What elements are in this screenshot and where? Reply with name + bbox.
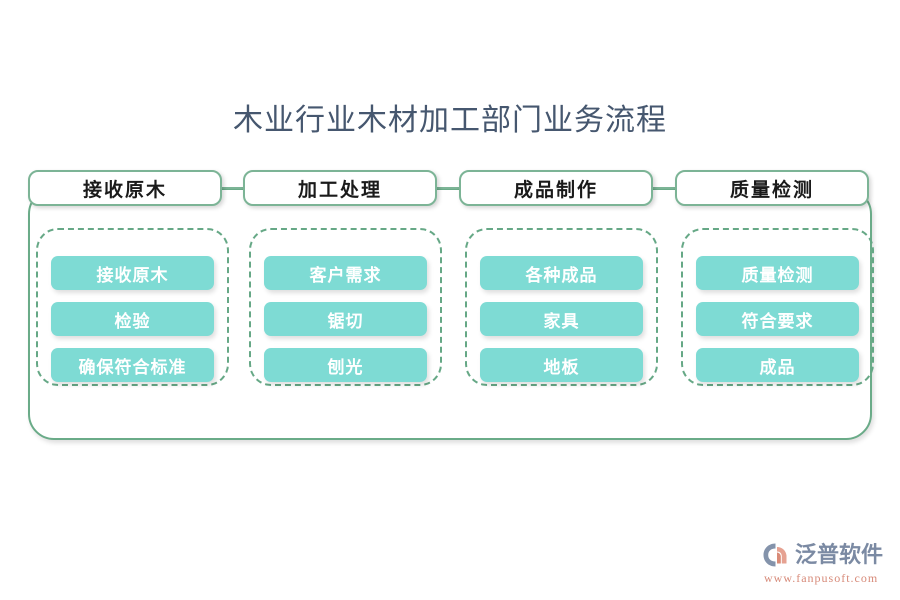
stage-1-item-1[interactable]: 接收原木 bbox=[51, 256, 214, 290]
stage-3-item-2[interactable]: 家具 bbox=[480, 302, 643, 336]
stage-group-2 bbox=[249, 228, 442, 386]
brand-url: www.fanpusoft.com bbox=[764, 571, 879, 585]
stage-1-item-3[interactable]: 确保符合标准 bbox=[51, 348, 214, 382]
stage-1-item-2[interactable]: 检验 bbox=[51, 302, 214, 336]
stage-header-2[interactable]: 加工处理 bbox=[243, 170, 437, 206]
fanpu-arc-icon bbox=[763, 543, 787, 567]
stage-4-item-1[interactable]: 质量检测 bbox=[696, 256, 859, 290]
stage-3-item-3[interactable]: 地板 bbox=[480, 348, 643, 382]
connector-line-1 bbox=[222, 187, 243, 189]
stage-group-3 bbox=[465, 228, 658, 386]
stage-2-item-1[interactable]: 客户需求 bbox=[264, 256, 427, 290]
connector-line-2 bbox=[437, 187, 459, 189]
stage-group-1 bbox=[36, 228, 229, 386]
stage-header-4[interactable]: 质量检测 bbox=[675, 170, 869, 206]
brand-logo: 泛普软件 www.fanpusoft.com bbox=[762, 540, 890, 588]
page-title: 木业行业木材加工部门业务流程 bbox=[233, 104, 667, 137]
stage-3-item-1[interactable]: 各种成品 bbox=[480, 256, 643, 290]
stage-2-item-3[interactable]: 刨光 bbox=[264, 348, 427, 382]
brand-logo-top: 泛普软件 bbox=[762, 540, 890, 570]
connector-line-3 bbox=[653, 187, 675, 189]
stage-2-item-2[interactable]: 锯切 bbox=[264, 302, 427, 336]
stage-4-item-2[interactable]: 符合要求 bbox=[696, 302, 859, 336]
stage-header-1[interactable]: 接收原木 bbox=[28, 170, 222, 206]
stage-header-row: 接收原木 加工处理 成品制作 质量检测 bbox=[0, 170, 900, 208]
stage-group-4 bbox=[681, 228, 874, 386]
stage-header-3[interactable]: 成品制作 bbox=[459, 170, 653, 206]
brand-name: 泛普软件 bbox=[795, 542, 884, 567]
stage-4-item-3[interactable]: 成品 bbox=[696, 348, 859, 382]
